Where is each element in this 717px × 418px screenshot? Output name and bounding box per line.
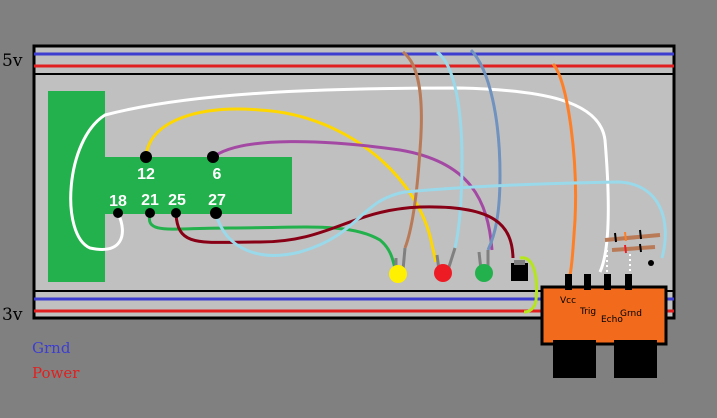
pin-label-12: 12: [137, 166, 155, 183]
red-led: [434, 264, 452, 282]
sensor-transducer-right: [614, 340, 657, 378]
dark-red-wire: [174, 205, 515, 259]
pin-18-dot: [113, 208, 123, 218]
sensor-transducer-left: [553, 340, 596, 378]
cyan-wire: [214, 180, 667, 259]
pin-label-25: 25: [168, 192, 186, 209]
pin-6-dot: [207, 151, 219, 163]
pin-21-dot: [145, 208, 155, 218]
white-wire: [69, 86, 610, 273]
pin-label-21: 21: [141, 192, 159, 209]
header-board-horizontal: [105, 157, 292, 214]
yellow-led: [389, 265, 407, 283]
rail-label-5v: 5v: [2, 51, 23, 71]
brown-wire: [402, 50, 423, 249]
resistor-1: [604, 229, 661, 243]
orange-wire: [551, 62, 577, 276]
sensor-pin-headers: [565, 274, 632, 290]
sensor-pin-grnd: Grnd: [620, 309, 642, 319]
sensor-body: [540, 285, 668, 346]
pin-12-dot: [140, 151, 152, 163]
header-board-vertical: [48, 91, 105, 282]
sensor-pin-vcc: Vcc: [560, 296, 576, 306]
pin-25-dot: [171, 208, 181, 218]
resistor-end-dot: [648, 260, 654, 266]
legend-ground: Grnd: [32, 339, 71, 357]
transistor-cap: [514, 260, 525, 265]
lime-wire: [519, 256, 539, 314]
light-blue-wire: [436, 50, 464, 249]
pin-label-18: 18: [109, 193, 127, 210]
pin-label-6: 6: [213, 166, 222, 183]
pin-27-dot: [210, 207, 222, 219]
transistor: [511, 263, 528, 281]
green-wire: [147, 213, 397, 269]
sensor-pin-echo: Echo: [601, 315, 623, 325]
steel-blue-wire: [469, 48, 502, 251]
rail-label-3v: 3v: [2, 305, 23, 325]
legend-power: Power: [32, 364, 80, 382]
resistor-2: [611, 243, 656, 254]
purple-wire: [211, 140, 494, 251]
green-led: [475, 264, 493, 282]
pin-label-27: 27: [208, 192, 226, 209]
sensor-pin-trig: Trig: [579, 307, 596, 317]
